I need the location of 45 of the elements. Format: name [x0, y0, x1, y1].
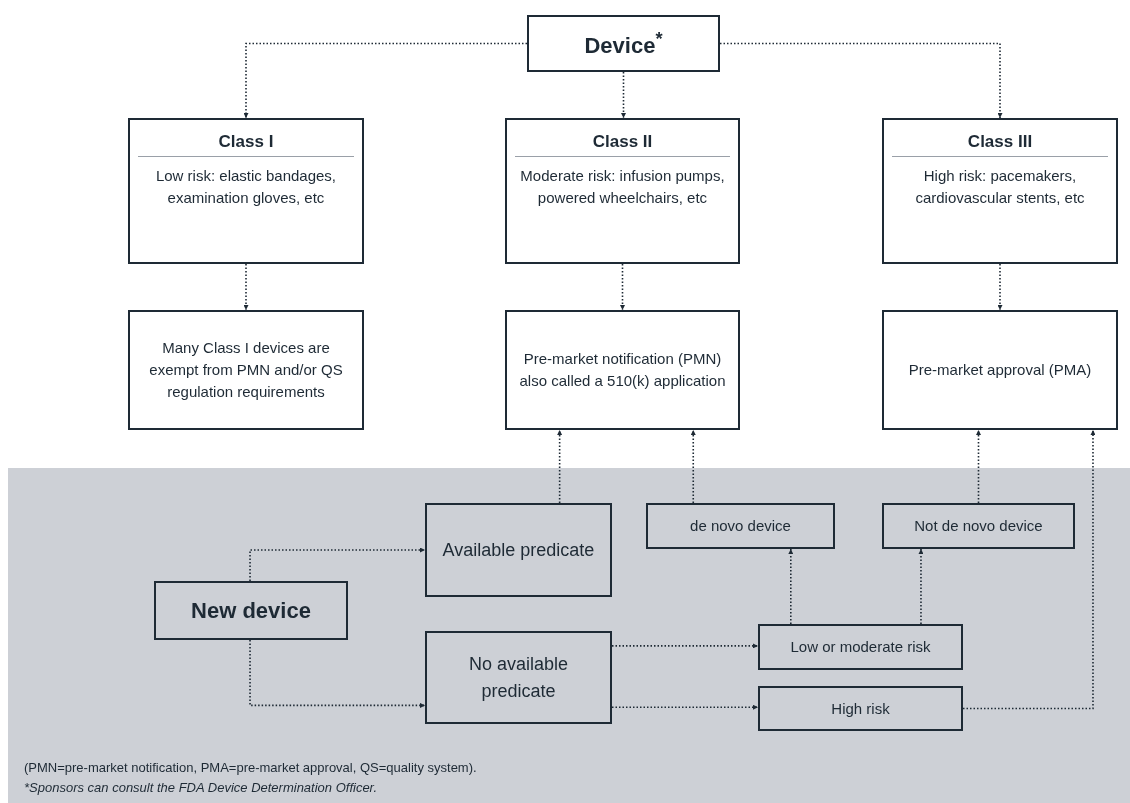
- box-text: Many Class I devices are exempt from PMN and/or QS regulation requirements: [148, 338, 344, 402]
- footnote: (PMN=pre-market notification, PMA=pre-market approval, QS=quality system).: [24, 760, 477, 775]
- box-text: New device: [191, 597, 311, 624]
- box-description: Low risk: elastic bandages, examination gloves, etc: [154, 166, 338, 208]
- process-box: [527, 15, 720, 72]
- box-text: Pre-market notification (PMN) also called a 510(k) application: [518, 349, 727, 391]
- arrow: [788, 548, 794, 625]
- arrow: [976, 429, 981, 504]
- process-box: [154, 581, 348, 640]
- arrow: [249, 639, 426, 708]
- arrow: [997, 263, 1003, 311]
- footnote: *Sponsors can consult the FDA Device Determination Officer.: [24, 780, 378, 795]
- box-heading: Class I: [138, 132, 354, 157]
- category-box: [505, 118, 740, 264]
- arrow: [243, 42, 528, 119]
- arrow: [690, 429, 696, 504]
- box-text: Device$^{*}$: [584, 27, 663, 60]
- process-box: [758, 686, 963, 731]
- box-text: High risk: [831, 698, 890, 719]
- box-heading: Class II: [515, 132, 730, 157]
- category-box: [128, 118, 364, 264]
- process-box: [128, 310, 364, 430]
- box-description: Moderate risk: infusion pumps, powered wheelchairs, etc: [519, 166, 726, 208]
- arrow: [557, 429, 563, 504]
- box-heading: Class III: [892, 132, 1108, 157]
- box-text: Not de novo device: [914, 516, 1043, 537]
- box-text: No available predicate: [467, 653, 570, 703]
- arrow: [621, 71, 626, 119]
- process-box: [425, 631, 612, 724]
- arrow: [243, 263, 249, 311]
- box-description: High risk: pacemakers, cardiovascular stents, etc: [914, 166, 1086, 208]
- arrow: [918, 548, 924, 625]
- category-box: [882, 118, 1118, 264]
- arrow: [249, 547, 426, 582]
- process-box: [505, 310, 740, 430]
- box-text: Pre-market approval (PMA): [908, 360, 1092, 381]
- box-text: Available predicate: [442, 538, 595, 562]
- process-box: [425, 503, 612, 597]
- box-text: Low or moderate risk: [790, 637, 931, 658]
- process-box: [882, 310, 1118, 430]
- process-box: [758, 624, 963, 670]
- box-text: de novo device: [690, 516, 791, 537]
- process-box: [882, 503, 1075, 549]
- process-box: [646, 503, 835, 549]
- arrow: [620, 263, 625, 311]
